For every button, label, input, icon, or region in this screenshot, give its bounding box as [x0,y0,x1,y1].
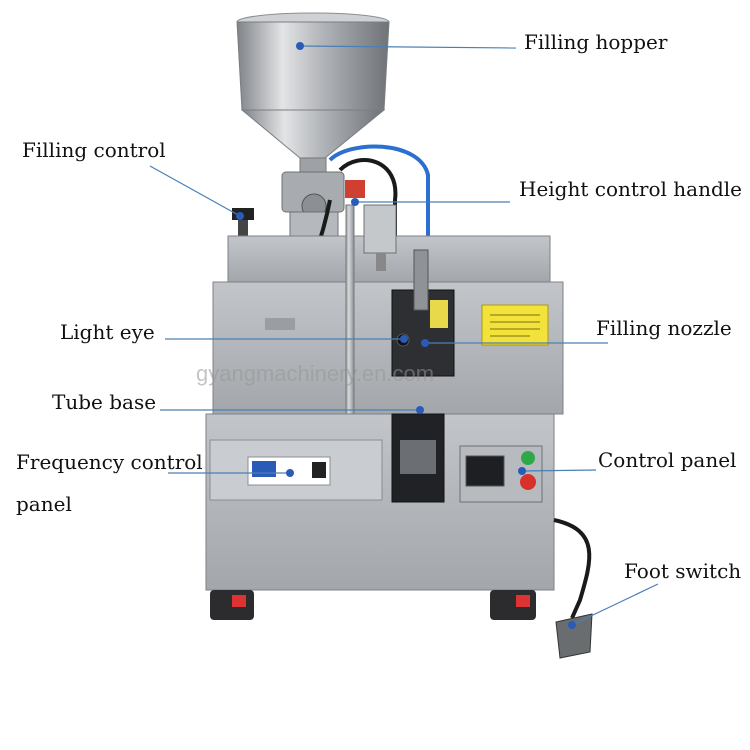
label-height-control-handle: Height control handle [519,177,742,201]
label-light-eye: Light eye [60,320,155,344]
leader-dots [236,42,576,629]
label-foot-switch: Foot switch [624,559,742,583]
height-control-column [345,204,397,418]
foot-switch [553,518,593,659]
filling-hopper [236,12,390,177]
label-frequency-control-panel-line1: Frequency control [16,450,203,474]
light-eye-bracket [265,318,295,412]
label-filling-control: Filling control [22,138,166,162]
filling-control-knob [232,208,254,238]
watermark: gyangmachinery.en.com [196,361,435,386]
leader-lines [149,45,659,626]
wheels [210,590,536,620]
label-filling-hopper: Filling hopper [524,30,668,54]
label-filling-nozzle: Filling nozzle [596,316,732,340]
label-control-panel: Control panel [598,448,737,472]
label-frequency-control-panel-line2: panel [16,492,72,516]
label-tube-base: Tube base [52,390,157,414]
lower-cabinet [205,413,555,591]
